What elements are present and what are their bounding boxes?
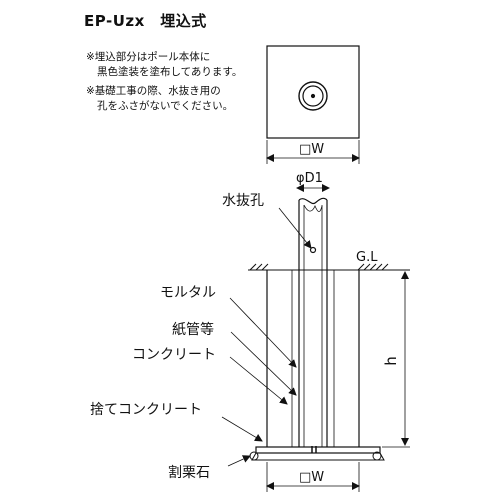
height-dimension [382, 271, 410, 448]
pole-inner-circle [302, 85, 324, 107]
drain-hole-leader [278, 207, 312, 249]
top-width-label: □W [299, 142, 325, 157]
base-concrete-label: 捨てコンクリート [90, 402, 202, 418]
ground-line-label: G.L [356, 250, 378, 265]
height-label: h [381, 356, 400, 366]
concrete-label: コンクリート [132, 347, 216, 363]
crushed-stone-label: 割栗石 [168, 465, 210, 481]
note-line-1: ※埋込部分はポール本体に [86, 51, 211, 63]
drain-hole-label: 水抜孔 [222, 193, 264, 209]
ground-line [248, 263, 410, 271]
note-line-3: ※基礎工事の際、水抜き用の [86, 85, 221, 97]
bottom-width-label: □W [299, 470, 325, 485]
top-view-square [266, 45, 360, 139]
note-line-4: 孔をふさがないでください。 [97, 100, 234, 112]
top-view [266, 45, 360, 164]
drain-hole-mark [309, 246, 317, 254]
pole-center-dot [310, 93, 316, 99]
bottom-width-dimension [266, 462, 360, 492]
diagram-title: EP-Uzx 埋込式 [84, 12, 207, 30]
diameter-label: φD1 [296, 171, 323, 186]
note-line-2: 黒色塗装を塗布してあります。 [97, 66, 243, 78]
base-concrete-slab [255, 446, 381, 454]
mortar-label: モルタル [160, 285, 216, 301]
pole-outer-circle [298, 81, 328, 111]
paper-tube-label: 紙管等 [172, 322, 214, 338]
foundation [249, 270, 385, 461]
label-leaders [221, 297, 297, 467]
pole [298, 197, 328, 447]
